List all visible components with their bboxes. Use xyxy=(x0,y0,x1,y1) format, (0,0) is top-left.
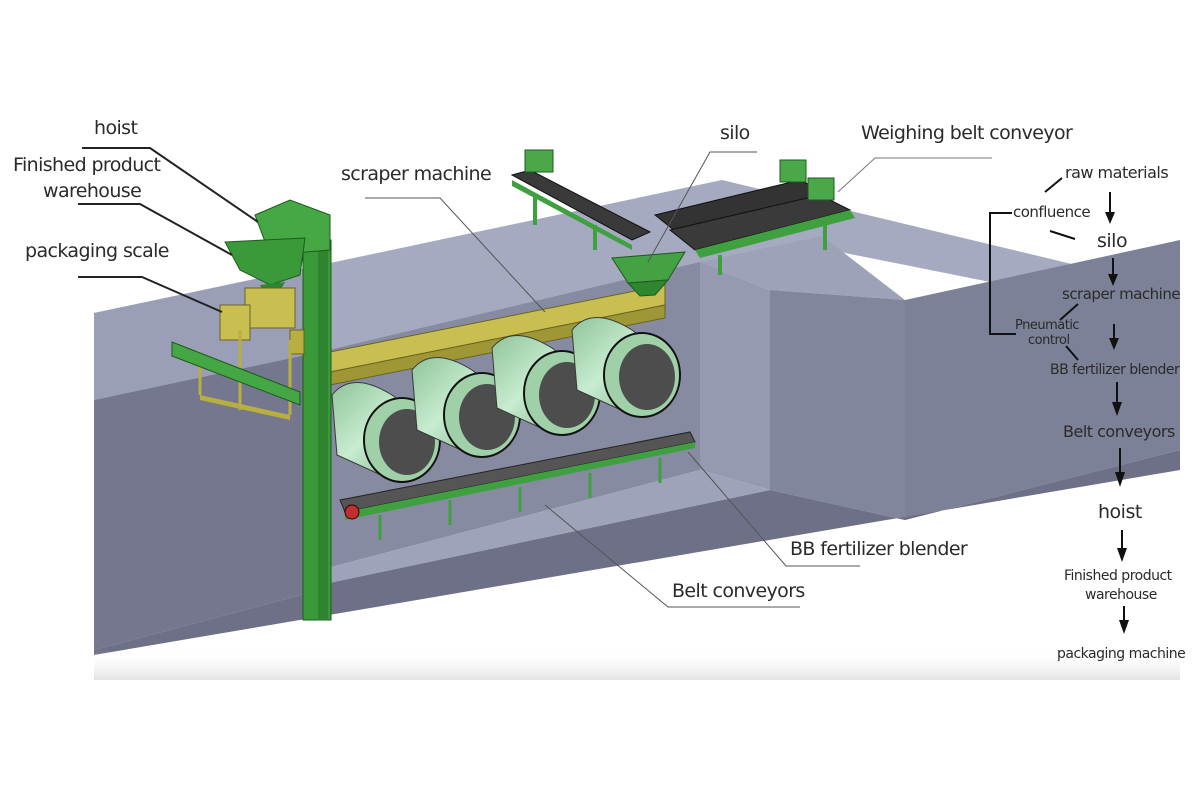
arrowhead xyxy=(1109,338,1119,350)
flow-step-raw-materials: raw materials xyxy=(1065,163,1169,182)
callout-belt-conveyors: Belt conveyors xyxy=(672,580,805,602)
hoist xyxy=(224,199,332,621)
slab-right-top xyxy=(700,236,905,300)
pit-floor xyxy=(320,470,770,585)
leader-bb-fertilizer-blender xyxy=(687,451,860,567)
arrowhead xyxy=(1112,402,1122,416)
weighing-belt-conveyors-right xyxy=(653,159,855,275)
flowchart-connectors xyxy=(989,177,1129,634)
leader-hoist xyxy=(82,147,259,223)
callout-leaders xyxy=(78,147,992,608)
leader-weighing-belt-conveyor xyxy=(837,157,992,193)
flow-step-silo: silo xyxy=(1097,230,1128,252)
callout-hoist: hoist xyxy=(94,117,138,139)
weighing-belt-conveyor-left xyxy=(510,149,652,250)
flow-step-packaging-machine: packaging machine xyxy=(1057,646,1186,662)
slab-bottom-face xyxy=(94,450,1180,655)
flow-step-pneumatic-control-line2: control xyxy=(1028,333,1070,348)
slab-right-side-face xyxy=(905,240,1180,520)
silo-hopper xyxy=(611,251,686,297)
flow-step-finished-product-warehouse-line1: Finished product xyxy=(1064,568,1172,584)
confluence-bracket xyxy=(989,212,1016,335)
packaging-scale xyxy=(171,287,305,420)
flow-step-pneumatic-control-line1: Pneumatic xyxy=(1015,318,1080,333)
slab-right-front-face xyxy=(770,290,905,520)
arrowhead xyxy=(1108,274,1118,286)
link-scraper-pneumatic xyxy=(1059,303,1079,321)
arrowhead xyxy=(1117,548,1127,562)
flow-step-belt-conveyors: Belt conveyors xyxy=(1063,422,1175,441)
arrowhead xyxy=(1115,472,1125,487)
link-confluence-silo xyxy=(1049,230,1076,240)
callout-finished-product-warehouse-line1: Finished product xyxy=(13,154,161,176)
callout-packaging-scale: packaging scale xyxy=(25,240,170,262)
flow-step-scraper-machine: scraper machine xyxy=(1062,285,1181,303)
callout-silo: silo xyxy=(720,122,750,144)
leader-belt-conveyors xyxy=(544,504,800,608)
slab-left-front-face xyxy=(94,352,320,650)
pit-right-wall xyxy=(700,262,770,490)
blender-drum xyxy=(571,317,681,418)
callout-weighing-belt-conveyor: Weighing belt conveyor xyxy=(861,122,1073,144)
leader-silo xyxy=(647,151,757,263)
slab-top-surface xyxy=(94,180,1180,400)
flow-step-finished-product-warehouse-line2: warehouse xyxy=(1085,587,1157,603)
flow-step-hoist: hoist xyxy=(1098,501,1142,523)
leader-scraper-machine xyxy=(365,197,546,313)
callout-bb-fertilizer-blender: BB fertilizer blender xyxy=(790,538,968,560)
callout-finished-product-warehouse-line2: warehouse xyxy=(43,180,142,202)
link-raw-confluence xyxy=(1044,177,1063,193)
bb-fertilizer-blender xyxy=(331,317,681,483)
flow-step-confluence: confluence xyxy=(1013,203,1091,221)
callout-scraper-machine: scraper machine xyxy=(341,163,492,185)
flow-step-bb-fertilizer-blender: BB fertilizer blender xyxy=(1050,362,1180,378)
arrowhead xyxy=(1105,212,1115,224)
bottom-belt-conveyor xyxy=(339,431,696,540)
arrowhead xyxy=(1119,620,1129,634)
leader-packaging-scale xyxy=(78,276,223,313)
leader-finished-product-warehouse xyxy=(78,203,233,256)
link-pneumatic-blender xyxy=(1065,345,1079,361)
